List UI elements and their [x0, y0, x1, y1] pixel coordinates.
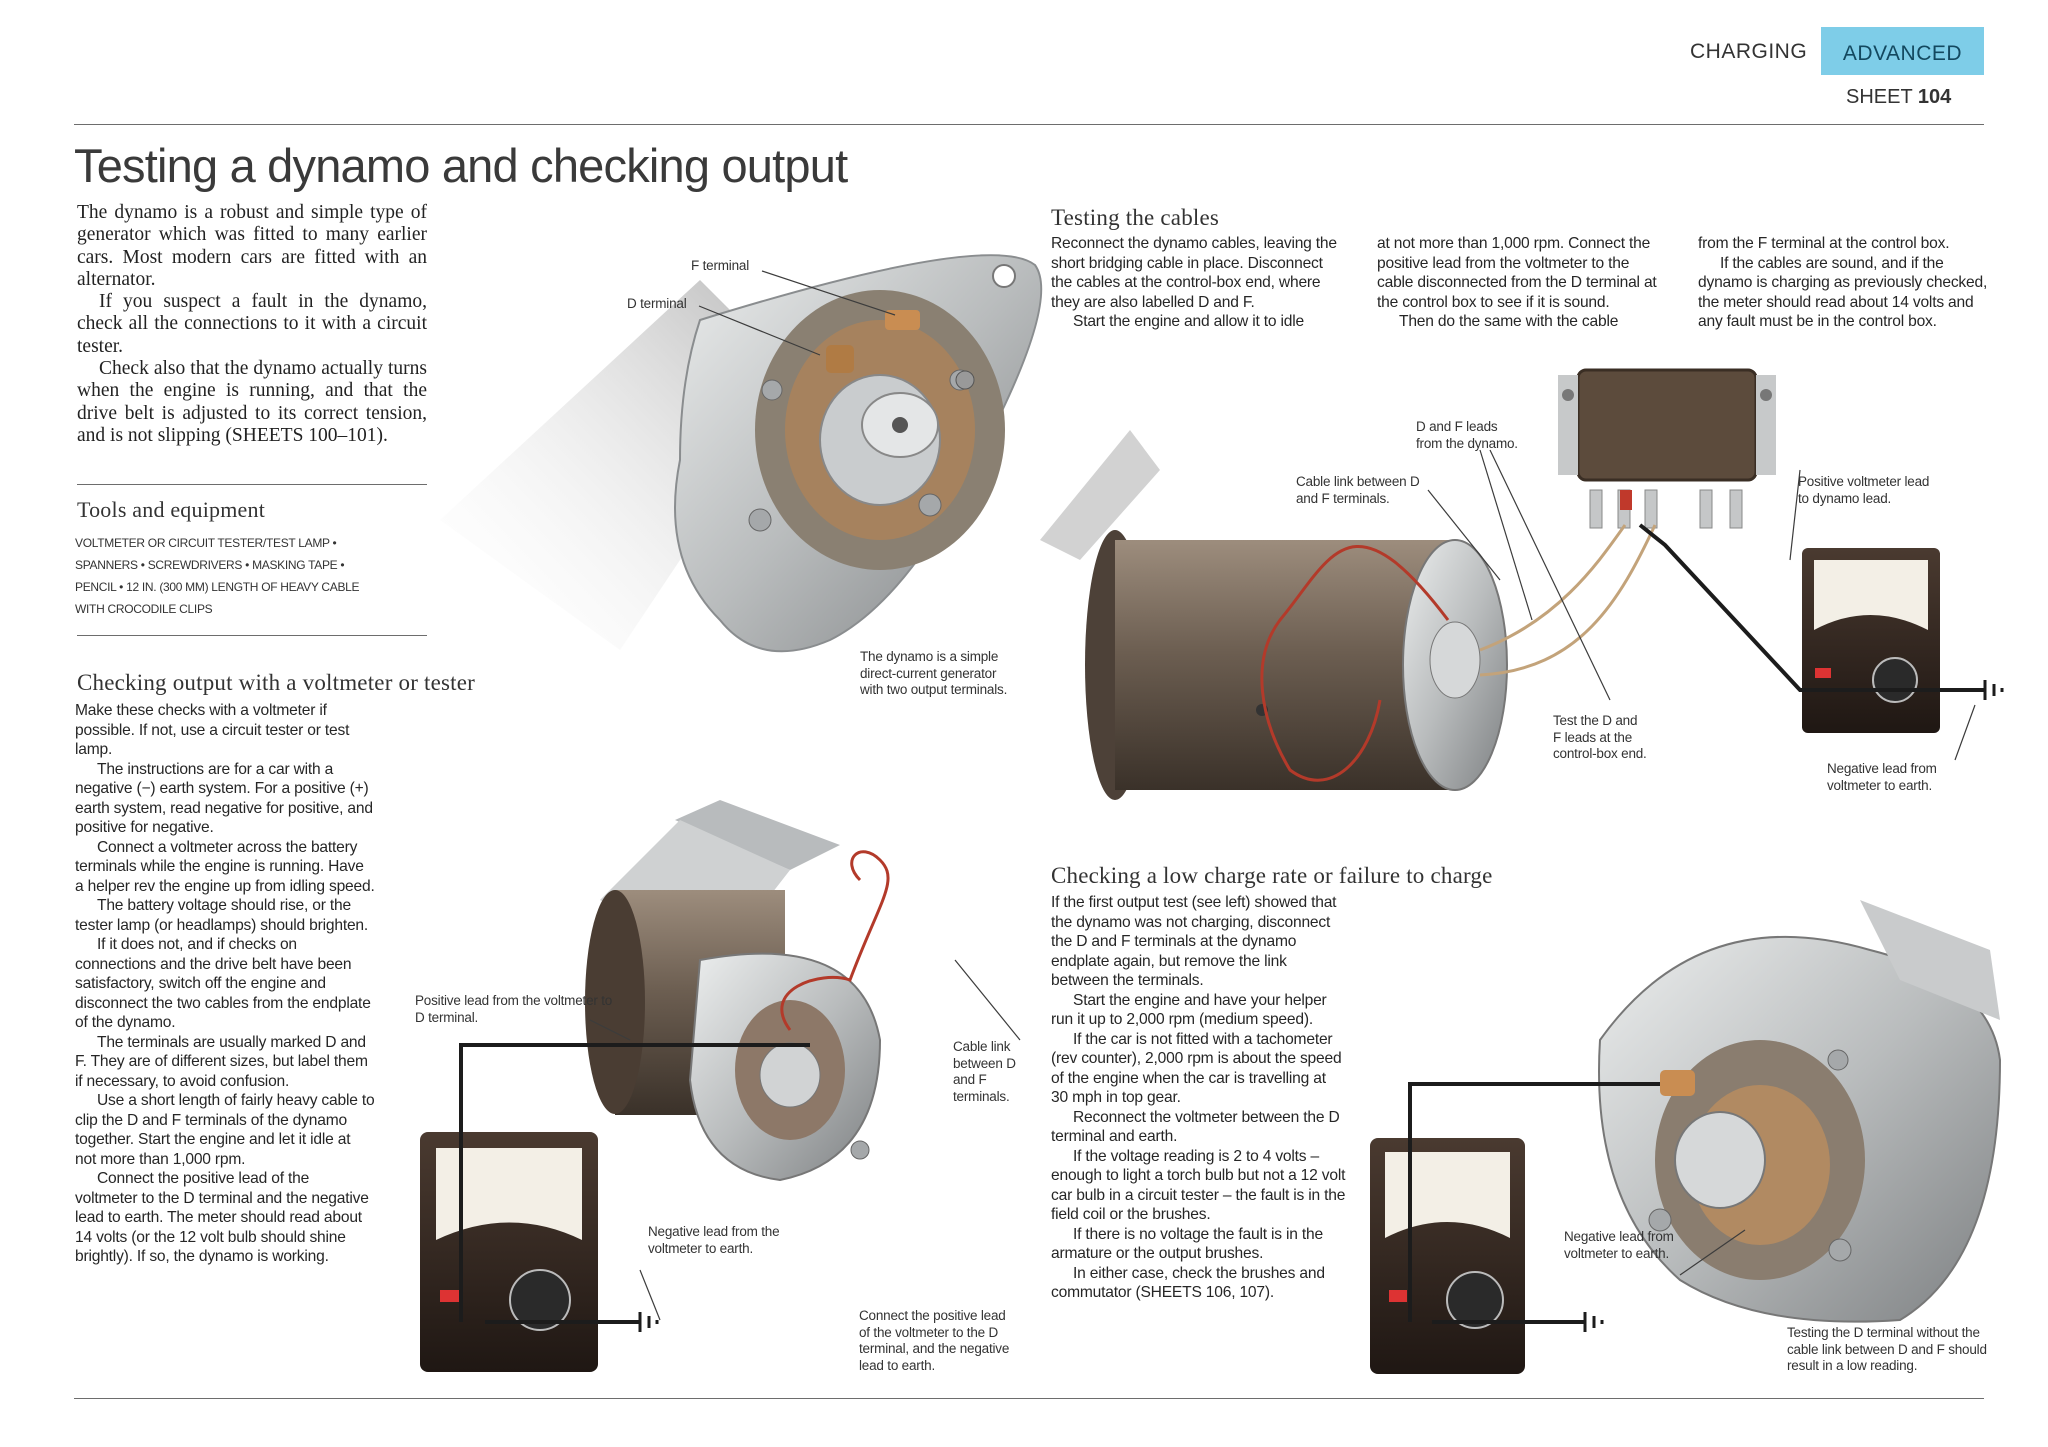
low-charge-p5: If the voltage reading is 2 to 4 volts –…: [1051, 1147, 1346, 1224]
checking-output-p8: Connect the positive lead of the voltmet…: [75, 1170, 369, 1265]
callout-negative-lead-bottom: Negative lead from voltmeter to earth.: [1564, 1229, 1674, 1261]
header-rule: [74, 124, 1984, 125]
tools-heading: Tools and equipment: [77, 497, 266, 522]
checking-output-p1: Make these checks with a voltmeter if po…: [75, 702, 350, 758]
checking-output-p6: The terminals are usually marked D and F…: [75, 1033, 368, 1090]
low-charge-text: If the first output test (see left) show…: [1051, 893, 1346, 1303]
checking-output-p4: The battery voltage should rise, or the …: [75, 897, 369, 934]
testing-cables-heading: Testing the cables: [1051, 205, 1220, 230]
callout-f-terminal: F terminal: [691, 258, 750, 273]
callout-cable-link-df: Cable link between D and F terminals.: [1296, 474, 1420, 506]
callout-positive-to-d: Positive lead from the voltmeter to D te…: [415, 993, 613, 1025]
low-charge-p7: In either case, check the brushes and co…: [1051, 1264, 1325, 1302]
callout-test-df-leads: Test the D and F leads at the control-bo…: [1553, 713, 1647, 761]
callout-negative-earth-right: Negative lead from voltmeter to earth.: [1827, 761, 1937, 793]
callout-negative-earth-mid: Negative lead from the voltmeter to eart…: [648, 1224, 780, 1256]
checking-output-p7: Use a short length of fairly heavy cable…: [75, 1092, 375, 1168]
low-charge-p2: Start the engine and have your helper ru…: [1051, 991, 1327, 1029]
sheet-label: SHEET: [1846, 86, 1913, 108]
tools-bottom-rule: [77, 635, 427, 636]
intro-paragraph-3: Check also that the dynamo actually turn…: [77, 358, 427, 446]
checking-output-p3: Connect a voltmeter across the battery t…: [75, 838, 375, 895]
testing-cables-col2-p1: at not more than 1,000 rpm. Connect the …: [1377, 235, 1657, 311]
callout-positive-to-dynamo: Positive voltmeter lead to dynamo lead.: [1798, 474, 1930, 506]
checking-output-p5: If it does not, and if checks on connect…: [75, 936, 371, 1031]
testing-cables-col-2: at not more than 1,000 rpm. Connect the …: [1377, 234, 1667, 332]
footer-rule: [74, 1398, 1984, 1399]
intro-paragraph-2: If you suspect a fault in the dynamo, ch…: [77, 291, 427, 357]
tools-line-1: VOLTMETER OR CIRCUIT TESTER/TEST LAMP •: [75, 536, 337, 550]
callout-connect-positive: Connect the positive lead of the voltmet…: [859, 1308, 1010, 1373]
page-title: Testing a dynamo and checking output: [74, 139, 848, 192]
dynamo-endplate-illustration: [440, 254, 1043, 653]
callout-simple-dynamo: The dynamo is a simple direct-current ge…: [860, 649, 1008, 697]
low-charge-heading: Checking a low charge rate or failure to…: [1051, 863, 1493, 888]
testing-cables-col-1: Reconnect the dynamo cables, leaving the…: [1051, 234, 1341, 332]
tools-line-4: WITH CROCODILE CLIPS: [75, 602, 213, 616]
sheet-number: SHEET 104: [1846, 86, 1951, 109]
testing-cables-col3-p1: from the F terminal at the control box.: [1698, 235, 1950, 252]
testing-cables-col1-p1: Reconnect the dynamo cables, leaving the…: [1051, 235, 1337, 311]
testing-cables-col1-p2: Start the engine and allow it to idle: [1073, 313, 1304, 330]
low-charge-p6: If there is no voltage the fault is in t…: [1051, 1225, 1323, 1263]
checking-output-text: Make these checks with a voltmeter if po…: [75, 701, 375, 1267]
testing-cables-col-3: from the F terminal at the control box. …: [1698, 234, 1993, 332]
checking-output-p2: The instructions are for a car with a ne…: [75, 760, 373, 837]
dynamo-cable-link-illustration: [420, 800, 890, 1372]
low-charge-p4: Reconnect the voltmeter between the D te…: [1051, 1108, 1340, 1146]
intro-paragraph-1: The dynamo is a robust and simple type o…: [77, 202, 427, 290]
level-tab: ADVANCED: [1821, 27, 1984, 75]
testing-cables-col2-p2: Then do the same with the cable: [1399, 313, 1619, 330]
tools-top-rule: [77, 484, 427, 485]
low-charge-p1: If the first output test (see left) show…: [1051, 894, 1337, 989]
tools-list: VOLTMETER OR CIRCUIT TESTER/TEST LAMP • …: [75, 532, 435, 620]
testing-cables-col3-p2: If the cables are sound, and if the dyna…: [1698, 254, 1988, 331]
callout-testing-d-terminal: Testing the D terminal without the cable…: [1787, 1325, 1987, 1373]
low-charge-p3: If the car is not fitted with a tachomet…: [1051, 1030, 1342, 1107]
endplate-d-terminal-illustration: [1370, 900, 2002, 1374]
callout-d-terminal: D terminal: [627, 296, 687, 311]
tools-line-2: SPANNERS • SCREWDRIVERS • MASKING TAPE •: [75, 558, 345, 572]
callout-cable-link-between: Cable link between D and F terminals.: [953, 1039, 1016, 1104]
tools-line-3: PENCIL • 12 IN. (300 MM) LENGTH OF HEAVY…: [75, 580, 360, 594]
control-box-test-illustration: [1040, 368, 2004, 800]
section-label: CHARGING: [1690, 40, 1808, 63]
checking-output-heading: Checking output with a voltmeter or test…: [77, 670, 476, 695]
intro-text: The dynamo is a robust and simple type o…: [77, 202, 427, 447]
callout-leaders: [589, 270, 1976, 1321]
sheet-value: 104: [1917, 86, 1952, 108]
callout-df-leads: D and F leads from the dynamo.: [1416, 419, 1518, 451]
